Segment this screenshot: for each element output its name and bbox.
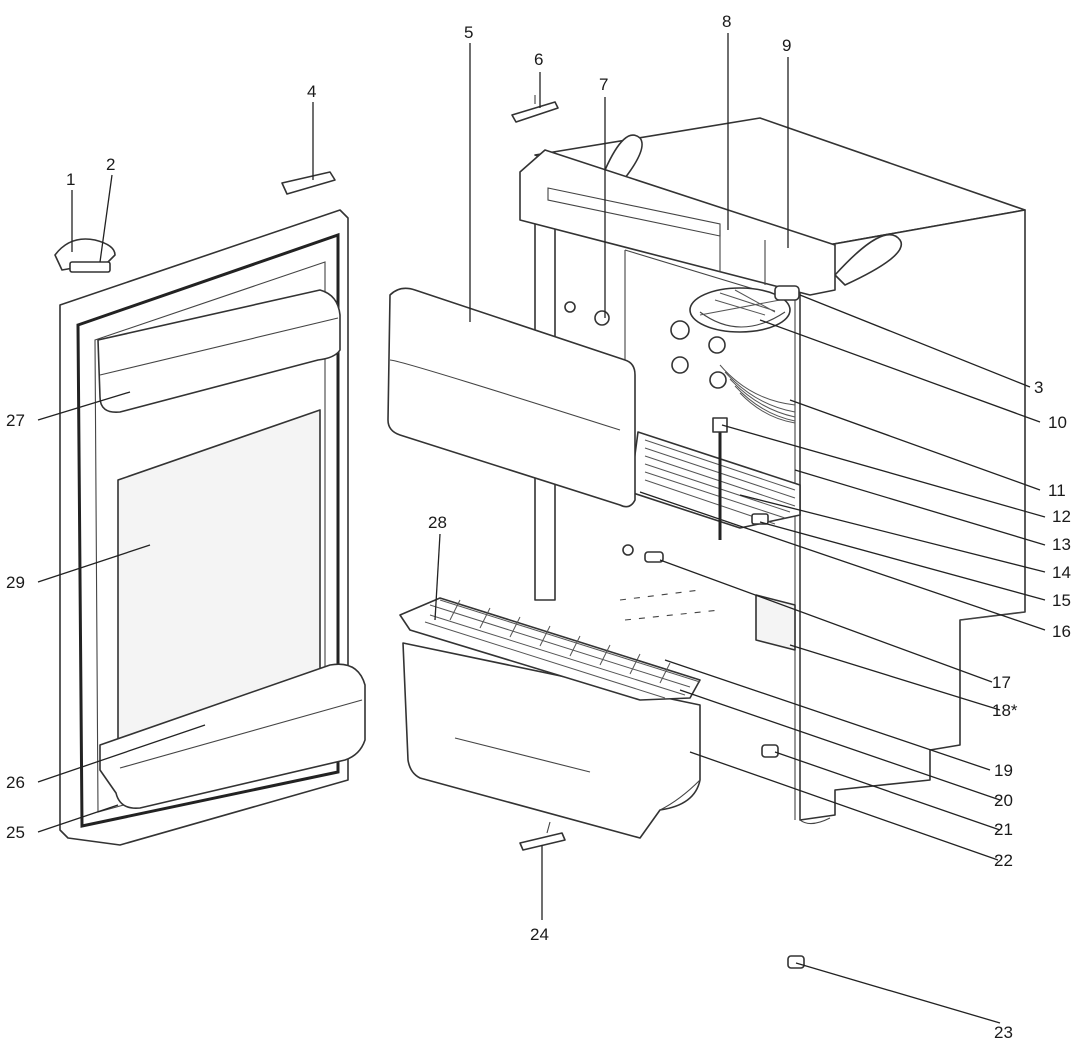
callout-29: 29 xyxy=(6,573,25,592)
wire-shelf xyxy=(629,431,801,529)
leader-28 xyxy=(434,533,441,621)
leader-25 xyxy=(37,804,119,833)
drawer-grid-shelf xyxy=(399,597,701,701)
callout-numbers: 1 2 3 4 5 6 7 8 9 10 11 12 13 14 15 16 1… xyxy=(6,12,1071,1042)
leader-13 xyxy=(794,469,1046,546)
door-bottom-shelf xyxy=(99,663,366,810)
leader-29 xyxy=(37,544,151,583)
leader-12 xyxy=(721,424,1046,518)
door-top-shelf xyxy=(97,289,341,414)
drain-plug xyxy=(644,551,664,563)
callout-18: 18* xyxy=(992,701,1018,720)
fan-light-assembly xyxy=(689,287,791,333)
leader-23 xyxy=(795,962,1001,1024)
cabinet-straps xyxy=(604,134,903,286)
leader-26 xyxy=(37,724,206,783)
callout-5: 5 xyxy=(464,23,473,42)
callout-26: 26 xyxy=(6,773,25,792)
leader-14 xyxy=(739,494,1046,573)
leader-2 xyxy=(99,174,113,263)
callout-16: 16 xyxy=(1052,622,1071,641)
callout-15: 15 xyxy=(1052,591,1071,610)
thermostat-sensor xyxy=(712,417,728,540)
leader-21 xyxy=(774,751,1001,831)
callout-6: 6 xyxy=(534,50,543,69)
callout-22: 22 xyxy=(994,851,1013,870)
callout-11: 11 xyxy=(1048,481,1066,500)
callout-14: 14 xyxy=(1052,563,1071,582)
callout-7: 7 xyxy=(599,75,608,94)
leader-17 xyxy=(659,559,993,683)
thermostat-knob xyxy=(774,285,800,301)
door-stop-pin xyxy=(787,955,805,969)
top-hinge-pin xyxy=(281,171,336,195)
lower-hinge-bracket xyxy=(519,821,566,851)
freezer-flap xyxy=(387,287,636,508)
callout-28: 28 xyxy=(428,513,447,532)
callout-23: 23 xyxy=(994,1023,1013,1042)
callout-9: 9 xyxy=(782,36,791,55)
callout-4: 4 xyxy=(307,82,316,101)
callout-10: 10 xyxy=(1048,413,1067,432)
leader-16 xyxy=(639,491,1046,631)
leader-18 xyxy=(789,644,1001,711)
leader-22 xyxy=(689,751,999,861)
callout-1: 1 xyxy=(66,170,75,189)
callout-25: 25 xyxy=(6,823,25,842)
callout-8: 8 xyxy=(722,12,731,31)
control-panel xyxy=(519,149,836,296)
callout-21: 21 xyxy=(994,820,1013,839)
door-hinge xyxy=(54,238,116,273)
cooling-fins xyxy=(719,364,796,424)
leader-10 xyxy=(759,319,1041,423)
callout-2: 2 xyxy=(106,155,115,174)
leader-19 xyxy=(664,659,991,771)
leader-20 xyxy=(679,689,1001,801)
callout-27: 27 xyxy=(6,411,25,430)
callout-20: 20 xyxy=(994,791,1013,810)
shelf-clip xyxy=(751,513,769,525)
upper-hinge-bracket xyxy=(511,95,559,123)
callout-12: 12 xyxy=(1052,507,1071,526)
callout-13: 13 xyxy=(1052,535,1071,554)
callout-19: 19 xyxy=(994,761,1013,780)
callout-24: 24 xyxy=(530,925,549,944)
screw-fitting xyxy=(761,744,779,758)
callout-17: 17 xyxy=(992,673,1011,692)
callout-3: 3 xyxy=(1034,378,1043,397)
rating-label xyxy=(755,594,796,651)
evaporator-openings xyxy=(564,301,727,556)
leader-lines xyxy=(37,33,1046,1024)
leader-15 xyxy=(759,521,1046,601)
leader-11 xyxy=(789,399,1041,491)
leader-3 xyxy=(799,294,1031,388)
leader-27 xyxy=(37,391,131,421)
